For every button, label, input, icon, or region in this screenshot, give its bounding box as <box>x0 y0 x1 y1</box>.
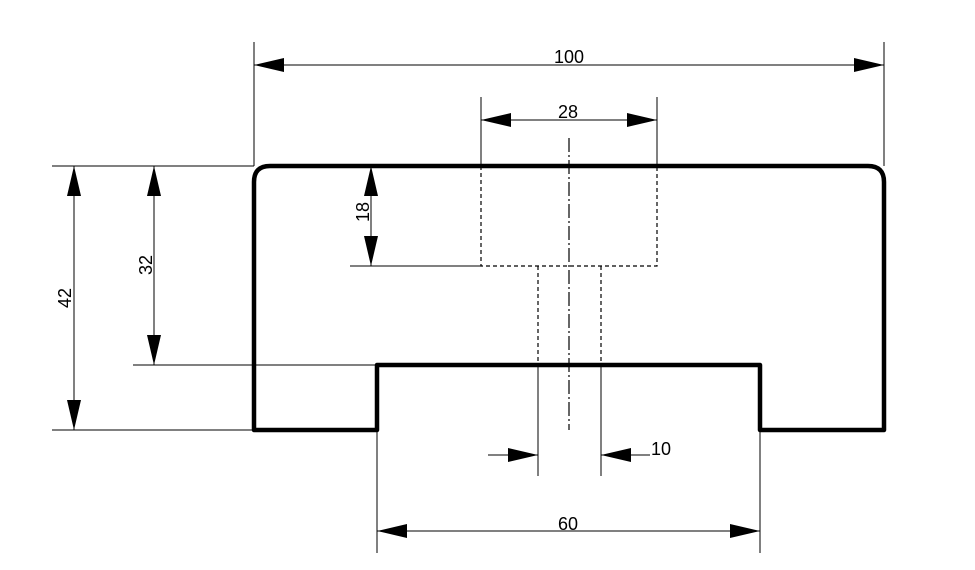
dim-slot-width: 60 <box>376 430 761 553</box>
arrowhead <box>601 448 631 462</box>
dim-label-18: 18 <box>353 202 373 222</box>
dim-label-100: 100 <box>554 47 584 67</box>
arrowhead <box>147 335 161 365</box>
part-outline <box>251 163 887 433</box>
dim-shaft-width: 10 <box>488 365 671 476</box>
dim-label-60: 60 <box>558 514 578 534</box>
dim-bore-width: 28 <box>480 97 658 166</box>
arrowhead <box>481 113 511 127</box>
dim-bore-depth: 18 <box>350 166 481 267</box>
arrowhead <box>364 236 378 266</box>
dim-label-10: 10 <box>651 439 671 459</box>
arrowhead <box>254 58 284 72</box>
dim-label-32: 32 <box>136 255 156 275</box>
arrowhead <box>730 524 760 538</box>
arrowhead <box>67 400 81 430</box>
arrowhead <box>508 448 538 462</box>
dim-inner-height: 32 <box>133 166 377 366</box>
arrowhead <box>377 524 407 538</box>
dim-overall-height: 42 <box>52 165 254 431</box>
arrowhead <box>147 166 161 196</box>
arrowhead <box>364 166 378 196</box>
dim-overall-width: 100 <box>253 42 885 166</box>
arrowhead <box>854 58 884 72</box>
dim-label-42: 42 <box>55 288 75 308</box>
dim-label-28: 28 <box>558 102 578 122</box>
arrowhead <box>627 113 657 127</box>
counterbore-hidden-lines <box>480 166 658 267</box>
arrowhead <box>67 166 81 196</box>
